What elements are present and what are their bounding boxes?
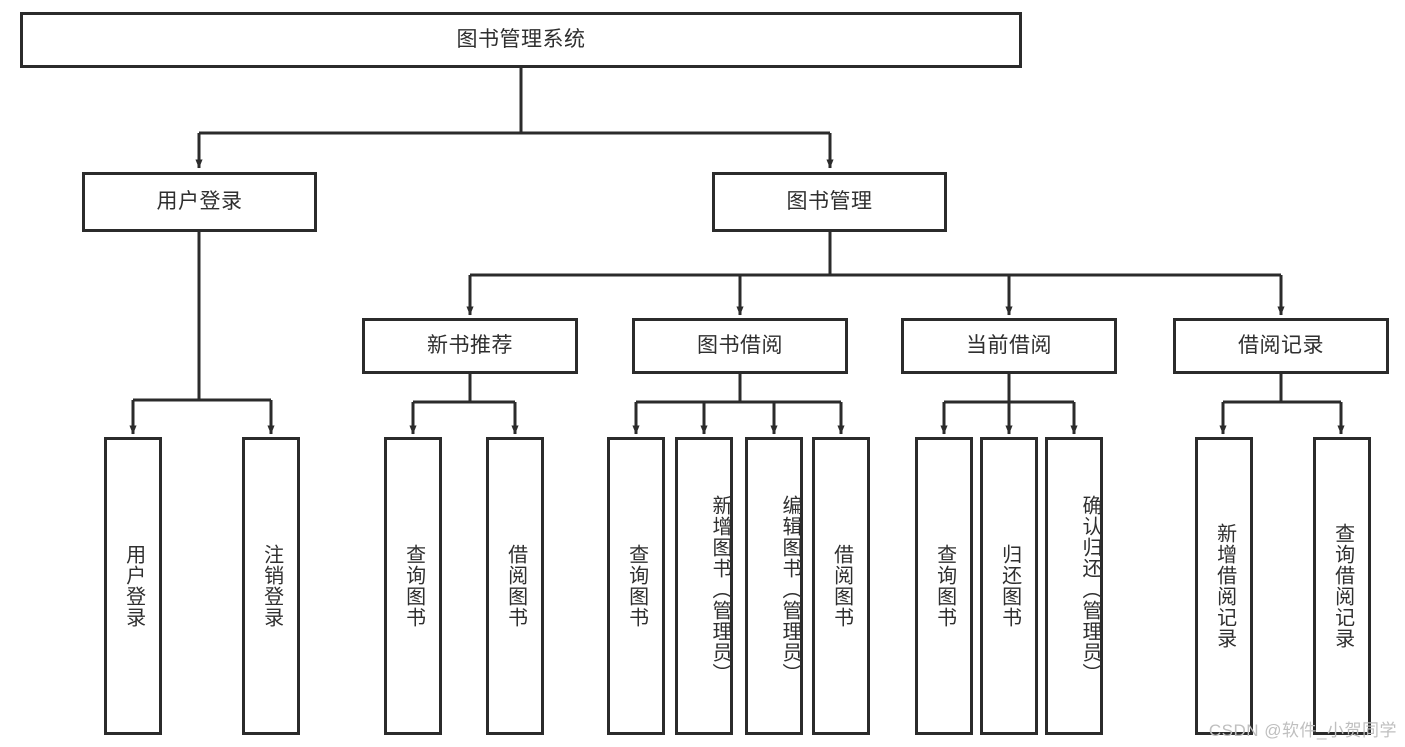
node-label: 借阅记录 <box>1238 333 1324 357</box>
leaf-current-borrow-confirm-return[interactable]: 确认归还（管理员） <box>1045 437 1103 735</box>
leaf-borrow-record-query[interactable]: 查询借阅记录 <box>1313 437 1371 735</box>
leaf-book-borrow-borrow[interactable]: 借阅图书 <box>812 437 870 735</box>
node-label: 查询图书 <box>933 544 956 628</box>
node-label: 当前借阅 <box>966 333 1052 357</box>
leaf-borrow-record-add[interactable]: 新增借阅记录 <box>1195 437 1253 735</box>
leaf-new-book-borrow[interactable]: 借阅图书 <box>486 437 544 735</box>
leaf-user-login-logout[interactable]: 注销登录 <box>242 437 300 735</box>
node-label: 借阅图书 <box>504 544 527 628</box>
node-label: 用户登录 <box>156 189 243 213</box>
node-user-login[interactable]: 用户登录 <box>82 172 317 232</box>
leaf-current-borrow-query[interactable]: 查询图书 <box>915 437 973 735</box>
node-label: 借阅图书 <box>830 544 853 628</box>
node-new-book-recommend[interactable]: 新书推荐 <box>362 318 578 374</box>
node-current-borrow[interactable]: 当前借阅 <box>901 318 1117 374</box>
node-book-borrow[interactable]: 图书借阅 <box>632 318 848 374</box>
node-label: 确认归还（管理员） <box>1079 494 1101 684</box>
leaf-current-borrow-return[interactable]: 归还图书 <box>980 437 1038 735</box>
node-label: 注销登录 <box>260 544 283 628</box>
node-label: 图书管理 <box>786 189 873 213</box>
node-label: 用户登录 <box>122 544 145 628</box>
node-root-system[interactable]: 图书管理系统 <box>20 12 1022 68</box>
node-label: 新增图书（管理员） <box>709 494 731 684</box>
node-borrow-record[interactable]: 借阅记录 <box>1173 318 1389 374</box>
leaf-book-borrow-edit[interactable]: 编辑图书（管理员） <box>745 437 803 735</box>
leaf-user-login-login[interactable]: 用户登录 <box>104 437 162 735</box>
watermark: CSDN @软件_小贺同学 <box>1208 721 1397 740</box>
node-label: 查询图书 <box>402 544 425 628</box>
node-label: 图书管理系统 <box>456 27 586 51</box>
node-book-management[interactable]: 图书管理 <box>712 172 947 232</box>
node-label: 图书借阅 <box>697 333 783 357</box>
node-label: 归还图书 <box>998 544 1021 628</box>
node-label: 编辑图书（管理员） <box>779 494 801 684</box>
node-label: 查询借阅记录 <box>1331 523 1354 649</box>
node-label: 查询图书 <box>625 544 648 628</box>
node-label: 新增借阅记录 <box>1213 523 1236 649</box>
leaf-book-borrow-add[interactable]: 新增图书（管理员） <box>675 437 733 735</box>
node-label: 新书推荐 <box>427 333 513 357</box>
leaf-book-borrow-query[interactable]: 查询图书 <box>607 437 665 735</box>
leaf-new-book-query[interactable]: 查询图书 <box>384 437 442 735</box>
